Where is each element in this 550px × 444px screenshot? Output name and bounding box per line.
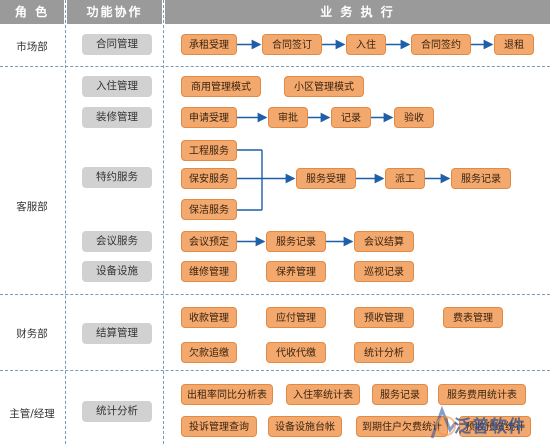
box-meeting-booking: 会议预定 [181, 231, 237, 252]
func-contract: 合同管理 [82, 34, 152, 55]
func-stats: 统计分析 [82, 401, 152, 422]
box-statistical-analysis: 统计分析 [354, 342, 414, 363]
box-meter-management: 费表管理 [443, 307, 503, 328]
header-role: 角 色 [0, 0, 64, 24]
box-lease-accept: 承租受理 [181, 34, 237, 55]
box-complaint-query: 投诉管理查询 [181, 416, 257, 437]
box-service-fee-report: 服务费用统计表 [438, 384, 526, 405]
func-facility: 设备设施 [82, 261, 152, 282]
box-record: 记录 [331, 107, 371, 128]
watermark-logo-icon [430, 405, 458, 439]
box-application-accept: 申请受理 [181, 107, 237, 128]
box-meeting-service-record: 服务记录 [266, 231, 326, 252]
func-special: 特约服务 [82, 167, 152, 188]
box-collection-management: 收款管理 [181, 307, 237, 328]
role-market: 市场部 [16, 41, 48, 53]
header-function: 功能协作 [67, 0, 162, 24]
role-finance: 财务部 [16, 328, 48, 340]
box-maintenance-management: 保养管理 [266, 261, 326, 282]
box-community-mode: 小区管理模式 [284, 76, 364, 97]
column-divider-1 [65, 0, 66, 444]
box-lease-exit: 退租 [494, 34, 534, 55]
box-contract-sign: 合同签订 [262, 34, 322, 55]
box-checkin-rate-report: 入住率统计表 [286, 384, 360, 405]
box-service-accept: 服务受理 [296, 168, 356, 189]
func-renovation: 装修管理 [82, 107, 152, 128]
box-service-record-report: 服务记录 [372, 384, 428, 405]
box-patrol-record: 巡视记录 [354, 261, 414, 282]
box-cleaning-service: 保洁服务 [181, 199, 237, 220]
box-move-in: 入住 [346, 34, 386, 55]
role-manager: 主管/经理 [9, 408, 55, 420]
box-repair-management: 维修管理 [181, 261, 237, 282]
box-occupancy-yoy-report: 出租率同比分析表 [181, 384, 273, 405]
box-contract-signing: 合同签约 [411, 34, 471, 55]
func-settlement: 结算管理 [82, 323, 152, 344]
watermark-text: 泛普软件 [454, 417, 526, 437]
box-inspection: 验收 [394, 107, 434, 128]
box-engineering-service: 工程服务 [181, 140, 237, 161]
box-prepaid-report: 预收预缴统计 [459, 416, 531, 437]
column-divider-2 [163, 0, 164, 444]
role-service: 客服部 [16, 201, 48, 213]
func-meeting: 会议服务 [82, 231, 152, 252]
box-payable-management: 应付管理 [266, 307, 326, 328]
box-approval: 审批 [268, 107, 308, 128]
box-dispatch: 派工 [385, 168, 425, 189]
box-prepaid-management: 预收管理 [354, 307, 414, 328]
row-divider-3 [0, 370, 550, 371]
row-divider-2 [0, 294, 550, 295]
box-security-service: 保安服务 [181, 168, 237, 189]
func-checkin: 入住管理 [82, 76, 152, 97]
row-divider-1 [0, 66, 550, 67]
box-commercial-mode: 商用管理模式 [181, 76, 261, 97]
box-service-record: 服务记录 [451, 168, 511, 189]
box-facility-ledger: 设备设施台帐 [268, 416, 342, 437]
box-meeting-settlement: 会议结算 [354, 231, 414, 252]
header-execution: 业 务 执 行 [165, 0, 550, 24]
box-arrears-recovery: 欠款追缴 [181, 342, 237, 363]
box-collect-on-behalf: 代收代缴 [266, 342, 326, 363]
